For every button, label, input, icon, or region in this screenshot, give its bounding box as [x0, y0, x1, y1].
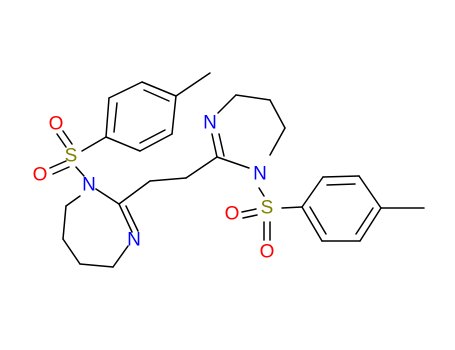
right-so-bond-left-b — [242, 214, 258, 219]
right-n-s-bond — [258, 187, 265, 197]
right-s-ring-bond — [281, 206, 303, 209]
oxygen-atom-right-bottom: O — [260, 242, 275, 263]
oxygen-atom-left-top: O — [49, 114, 64, 135]
oxygen-atom-left-bottom: O — [33, 165, 48, 186]
left-s-n-bond — [75, 166, 85, 177]
right-tolyl-ring — [301, 175, 382, 242]
left-so-bond-top-b — [62, 130, 73, 145]
right-so-bond-left-a — [241, 208, 257, 213]
left-tolyl-ring — [105, 81, 177, 152]
left-methyl-bond — [175, 72, 211, 97]
left-so-bond-top-a — [56, 133, 67, 148]
sulfur-atom-left: S — [65, 146, 78, 167]
bridge-bond-2 — [149, 177, 187, 182]
oxygen-atom-right-top: O — [225, 204, 240, 225]
nitrogen-atom-right-sulfonyl: N — [253, 164, 267, 185]
nitrogen-atom-right-imine: N — [203, 113, 217, 134]
left-so-bond-bottom-b — [52, 166, 70, 175]
left-so-bond-bottom-a — [49, 160, 67, 169]
left-ring-sulfur-bond — [81, 136, 107, 152]
bridge-bond-3 — [185, 156, 218, 179]
nitrogen-atom-left-imine: N — [127, 230, 141, 251]
bridge-bond-1 — [118, 180, 151, 205]
right-pyrimidine-ring — [211, 94, 286, 169]
left-pyrimidine-ring — [62, 188, 139, 268]
sulfur-atom-right: S — [261, 198, 274, 219]
nitrogen-atom-left-sulfonyl: N — [82, 175, 96, 196]
